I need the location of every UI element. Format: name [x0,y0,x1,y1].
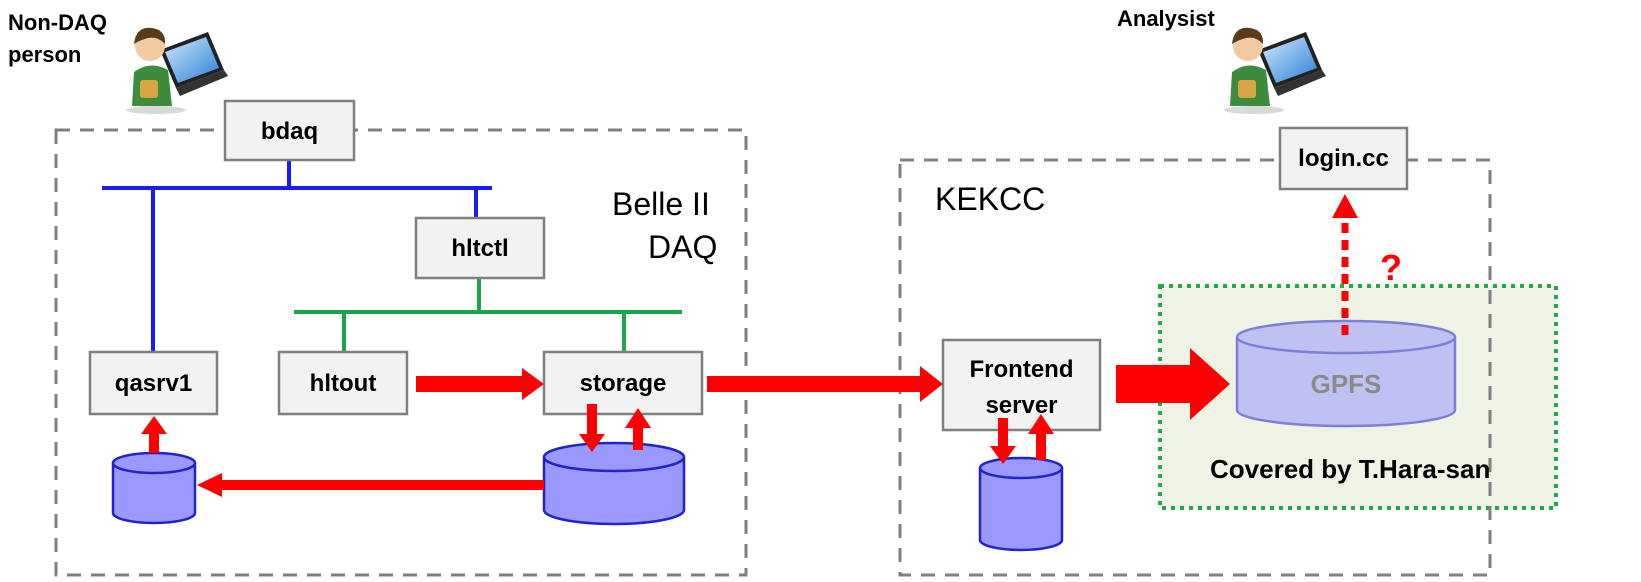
arrow-hltout-to-storage [416,368,544,400]
bdaq-label: bdaq [261,118,318,145]
daq-region-label-line2: DAQ [648,229,717,265]
blue-network [102,160,492,352]
frontend-label-line2: server [985,392,1057,419]
hltctl-node: hltctl [414,216,546,280]
arrow-frontend-to-gpfs [1116,348,1230,420]
qasrv1-disk-icon [111,451,197,525]
gpfs-label: GPFS [1311,369,1382,399]
arrow-qasrv1-disk-up [141,416,167,453]
analyst-person-icon [1224,27,1326,114]
qasrv1-label: qasrv1 [115,370,192,397]
arrow-storage-disk-to-qasrv1-disk [197,473,544,497]
login-cc-label: login.cc [1298,145,1389,172]
qasrv1-node: qasrv1 [88,350,219,416]
login-cc-node: login.cc [1278,126,1409,191]
storage-disk-icon [542,441,686,526]
arrow-gpfs-to-login-dotted [1332,194,1358,335]
storage-node: storage [542,350,704,416]
frontend-server-node: Frontend server [941,338,1102,432]
bdaq-node: bdaq [223,99,356,162]
non-daq-person-label-line2: person [8,42,81,67]
non-daq-person-icon [126,27,228,114]
covered-by-label: Covered by T.Hara-san [1210,454,1490,484]
non-daq-person-label-line1: Non-DAQ [8,10,107,35]
green-network [294,278,682,352]
analyst-label: Analysist [1117,6,1215,31]
hltout-node: hltout [277,350,409,416]
kekcc-region [898,158,1492,577]
frontend-label-line1: Frontend [970,356,1074,383]
gpfs-disk-icon [1235,319,1457,428]
arrow-frontend-disk-up [1028,414,1054,460]
arrow-frontend-disk-down [990,418,1016,464]
question-mark-label: ? [1380,247,1402,288]
belle-daq-region [54,128,748,577]
arrow-storage-to-frontend [707,366,943,402]
storage-label: storage [580,370,667,397]
frontend-disk-icon [978,456,1064,552]
kekcc-region-label: KEKCC [935,181,1045,217]
daq-region-label-line1: Belle II [612,186,710,222]
arrow-storage-up [625,408,651,450]
hltout-label: hltout [310,370,377,397]
hltctl-label: hltctl [451,235,508,262]
arrow-storage-down [579,404,605,452]
